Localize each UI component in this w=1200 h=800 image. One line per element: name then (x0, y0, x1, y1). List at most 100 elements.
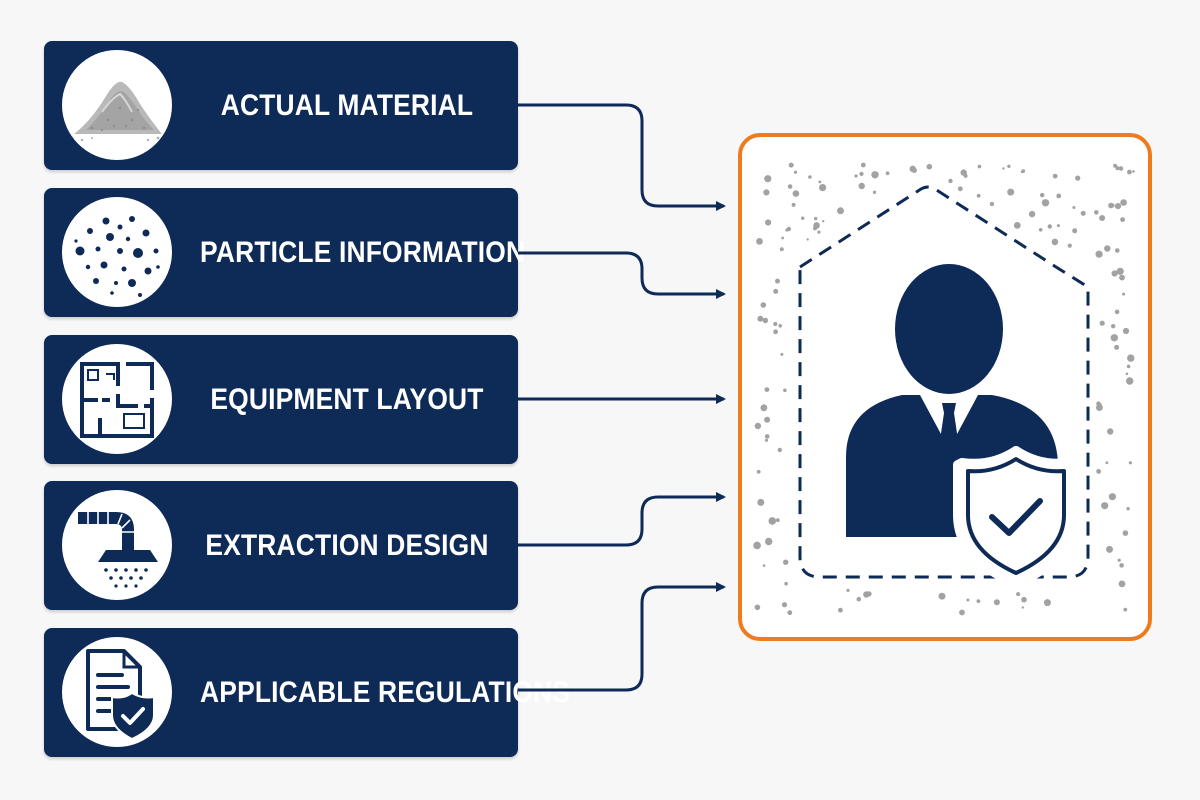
dust-dot (764, 175, 772, 183)
dust-dot (781, 236, 785, 240)
dust-dot (763, 189, 770, 196)
dust-dot (813, 226, 817, 231)
dust-dot (989, 201, 995, 207)
input-label: EXTRACTION DESIGN (205, 529, 489, 562)
dust-dot (966, 598, 970, 602)
dust-dot (1105, 461, 1109, 465)
dust-dot (838, 607, 843, 613)
dust-dot (1127, 354, 1135, 362)
input-card-particle-information: PARTICLE INFORMATION (44, 188, 526, 317)
dust-dot (757, 315, 764, 322)
protected-worker-box (738, 133, 1152, 641)
dust-dot (860, 162, 866, 168)
dust-dot (1118, 580, 1126, 588)
dust-dot (959, 609, 965, 616)
dust-dot (1094, 210, 1099, 215)
dust-dot (1096, 469, 1101, 474)
protected-worker-icon (753, 162, 1135, 616)
dust-dot (754, 422, 762, 430)
dust-dot (1114, 344, 1120, 350)
dust-dot (1007, 164, 1011, 168)
dust-dot (765, 537, 773, 546)
input-card-extraction-design: EXTRACTION DESIGN (44, 481, 518, 610)
connector-extraction-design (518, 492, 726, 547)
dust-dot (1028, 210, 1036, 218)
dust-dot (885, 171, 890, 176)
dust-dot (1122, 327, 1130, 335)
dust-dot (1072, 206, 1076, 209)
dust-dot (1104, 245, 1111, 252)
dust-dot (976, 193, 981, 198)
worker-head (895, 264, 1003, 394)
dust-dot (1021, 596, 1027, 603)
dust-dot (818, 180, 822, 184)
dust-dot (783, 561, 787, 565)
dust-dot (773, 288, 779, 294)
dust-dot (1119, 563, 1124, 568)
connector-actual-material (518, 103, 726, 211)
dust-dot (787, 184, 793, 189)
dust-dot (1106, 545, 1113, 553)
dust-dot (1021, 606, 1024, 609)
powder-pile-icon (62, 50, 172, 160)
dust-dot (863, 591, 870, 598)
dust-dot (1047, 224, 1052, 229)
connector-particle-information (518, 251, 726, 299)
dust-dot (1122, 530, 1129, 536)
dust-dot (756, 238, 763, 245)
dust-dot (801, 216, 805, 220)
dust-dot (1126, 507, 1130, 511)
dust-dot (1020, 170, 1024, 174)
dust-dot (762, 564, 766, 567)
dashed-boundary (798, 185, 1090, 579)
dust-dot (858, 182, 865, 190)
floor-plan-icon (62, 344, 172, 454)
dust-dot (856, 596, 862, 602)
dust-dot (1067, 243, 1072, 248)
dust-dot (773, 321, 778, 327)
dust-dot (1013, 222, 1021, 229)
dust-dot (1016, 592, 1021, 597)
dust-dot (787, 610, 793, 616)
dust-dot (1115, 248, 1120, 253)
input-label: PARTICLE INFORMATION (200, 236, 526, 269)
dust-dot (1107, 428, 1114, 435)
dust-dot (948, 178, 953, 184)
dust-dot (1132, 170, 1135, 173)
dust-dot (754, 604, 761, 611)
dust-dot (1007, 188, 1015, 196)
dust-dot (784, 581, 788, 586)
regulation-document-icon (62, 637, 172, 747)
dust-dot (957, 186, 963, 192)
dust-dot (791, 202, 796, 207)
dust-dot (1114, 203, 1122, 210)
input-label: ACTUAL MATERIAL (220, 89, 474, 122)
dust-dot (780, 352, 784, 356)
dust-dot (764, 416, 771, 423)
dust-dot (1108, 202, 1114, 209)
input-label: EQUIPMENT LAYOUT (210, 383, 484, 416)
dust-dot (1111, 270, 1118, 277)
dust-dot (1099, 215, 1106, 221)
dust-dot (762, 317, 769, 324)
dust-dot (859, 171, 864, 176)
particles-icon (62, 197, 172, 307)
dust-dot (846, 588, 850, 592)
dust-dot (926, 163, 933, 170)
dust-dot (1122, 292, 1126, 296)
dust-dot (1123, 607, 1128, 612)
dust-dot (938, 592, 946, 600)
dust-dot (778, 324, 782, 328)
dust-dot (1128, 461, 1132, 465)
dust-dot (1040, 192, 1045, 198)
dust-dot (1120, 199, 1127, 206)
dust-dot (814, 216, 818, 221)
dust-dot (768, 517, 777, 525)
dust-dot (1099, 320, 1105, 326)
dust-dot (764, 387, 770, 392)
dust-dot (960, 169, 967, 176)
dust-dot (1002, 167, 1005, 170)
dust-dot (760, 302, 767, 308)
extraction-hood-icon (62, 490, 172, 600)
